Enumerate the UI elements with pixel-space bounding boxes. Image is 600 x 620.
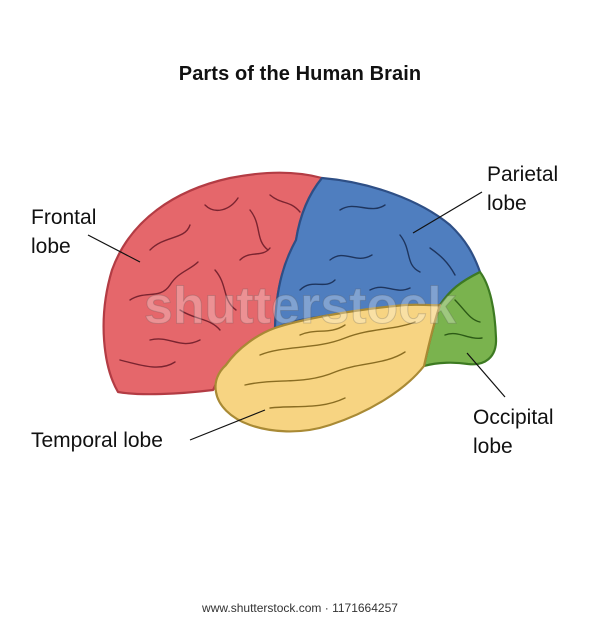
occipital-lobe [422, 270, 498, 368]
label-frontal-line-2: lobe [31, 235, 71, 258]
label-frontal-lobe: Frontal lobe [31, 203, 96, 261]
label-frontal-line-1: Frontal [31, 206, 97, 229]
label-occipital-line-2: lobe [473, 435, 513, 458]
label-parietal-line-2: lobe [487, 192, 527, 215]
label-temporal-lobe: Temporal lobe [31, 426, 163, 455]
temporal-gyri [244, 321, 416, 409]
occipital-gyri [444, 299, 483, 339]
footer-credit: www.shutterstock.com · 1171664257 [202, 601, 398, 615]
temporal-leader-line [189, 409, 266, 441]
label-occipital-line-1: Occipital [473, 406, 554, 429]
label-temporal-line-1: Temporal lobe [31, 429, 163, 452]
label-occipital-lobe: Occipital lobe [473, 403, 554, 461]
parietal-gyri [299, 204, 456, 291]
diagram-title: Parts of the Human Brain [178, 63, 422, 85]
frontal-leader-line [87, 234, 141, 263]
watermark: shutterstock [144, 277, 456, 335]
frontal-gyri [119, 194, 301, 368]
label-parietal-lobe: Parietal lobe [487, 160, 558, 218]
occipital-leader-line [466, 352, 506, 398]
temporal-lobe [214, 303, 442, 433]
label-parietal-line-1: Parietal [487, 163, 559, 186]
parietal-leader-line [412, 191, 483, 234]
